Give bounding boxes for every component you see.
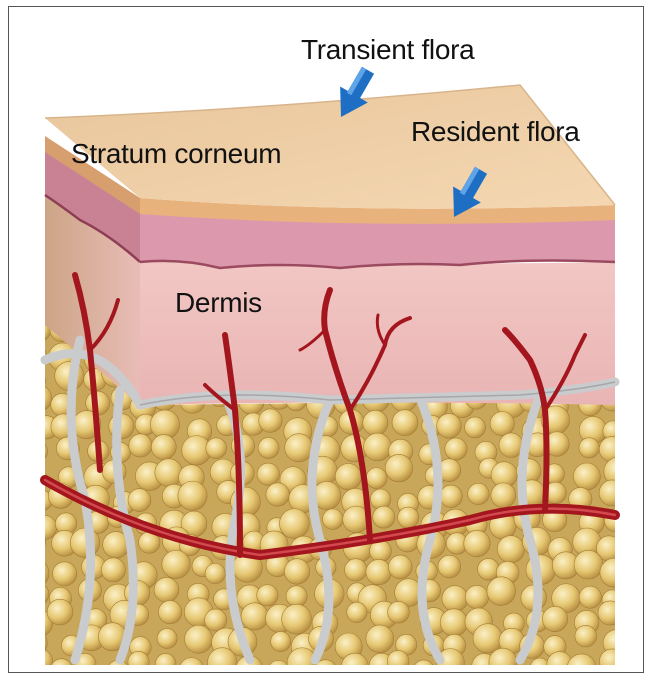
fat-cell: [155, 459, 183, 487]
fat-cell: [567, 654, 596, 681]
fat-cell: [600, 558, 629, 587]
fat-cell: [490, 412, 514, 436]
fat-cell: [387, 650, 409, 672]
fat-cell: [206, 438, 227, 459]
label-dermis: Dermis: [175, 287, 262, 319]
fat-cell: [154, 577, 179, 602]
fat-cell: [205, 563, 225, 583]
fat-cell: [489, 648, 517, 676]
fat-cell: [335, 464, 361, 490]
fat-cell: [542, 606, 567, 631]
fat-cell: [465, 585, 488, 608]
fat-cell: [241, 603, 268, 630]
fat-cell: [388, 555, 412, 579]
fat-cell: [284, 559, 309, 584]
fat-cell: [101, 558, 125, 582]
fat-cell: [464, 530, 490, 556]
fat-cell: [478, 558, 500, 580]
fat-cell: [473, 624, 502, 653]
fat-cell: [205, 609, 227, 631]
fat-cell: [162, 550, 190, 578]
fat-cell: [373, 506, 395, 528]
fat-cell: [21, 369, 46, 394]
fat-cell: [258, 437, 279, 458]
fat-cell: [128, 651, 149, 672]
fat-cell: [50, 659, 73, 681]
fat-cell: [599, 649, 624, 674]
fat-cell: [491, 483, 516, 508]
fat-cell: [184, 625, 212, 653]
fat-cell: [497, 536, 524, 563]
fat-cell: [208, 648, 237, 677]
label-transient-flora: Transient flora: [301, 34, 474, 66]
fat-cell: [33, 515, 57, 539]
fat-cell: [47, 599, 73, 625]
fat-cell: [345, 559, 367, 581]
fat-cell: [286, 586, 307, 607]
fat-cell: [271, 631, 291, 651]
fat-cell: [151, 435, 176, 460]
fat-cell: [25, 385, 52, 412]
fat-cell: [440, 485, 463, 508]
fat-cell: [385, 454, 412, 481]
fat-cell: [366, 625, 394, 653]
fat-cell: [30, 649, 53, 672]
fat-cell: [575, 625, 597, 647]
fat-cell: [487, 577, 516, 606]
fat-cell: [20, 559, 49, 588]
fat-cell: [267, 660, 289, 681]
fat-cell: [347, 602, 367, 622]
fat-cell: [282, 604, 312, 634]
fat-cell: [574, 550, 603, 579]
fat-cell: [285, 434, 313, 462]
fat-cell: [128, 489, 151, 512]
fat-cell: [388, 601, 410, 623]
fat-cell: [579, 438, 599, 458]
fat-cell: [257, 463, 279, 485]
fat-cell: [599, 437, 624, 462]
fat-cell: [366, 468, 387, 489]
fat-cell: [573, 463, 600, 490]
fat-cell: [279, 509, 309, 539]
fat-cell: [442, 586, 468, 612]
fat-cell: [322, 509, 343, 530]
fat-cell: [19, 629, 47, 657]
fat-cell: [579, 586, 601, 608]
fat-cell: [157, 628, 177, 648]
fat-cell: [440, 609, 467, 636]
label-resident-flora: Resident flora: [411, 116, 580, 148]
fat-cell: [53, 562, 77, 586]
label-stratum-corneum: Stratum corneum: [71, 138, 281, 170]
fat-cell: [363, 410, 388, 435]
fat-cell: [257, 585, 278, 606]
fat-cell: [266, 483, 289, 506]
fat-cell: [364, 433, 392, 461]
fat-cell: [599, 480, 625, 506]
fat-cell: [438, 555, 461, 578]
fat-cell: [158, 600, 181, 623]
fat-cell: [24, 531, 46, 553]
fat-cell: [27, 441, 48, 462]
fat-cell: [437, 414, 462, 439]
fat-cell: [179, 658, 204, 681]
fat-cell: [465, 417, 486, 438]
fat-cell: [445, 438, 467, 460]
fat-cell: [398, 507, 419, 528]
fat-cell: [129, 434, 152, 457]
fat-cell: [341, 653, 368, 680]
fat-cell: [259, 409, 283, 433]
fat-cell: [366, 559, 391, 584]
fat-cell: [468, 483, 489, 504]
fat-cell: [155, 653, 176, 674]
fat-cell: [413, 660, 434, 681]
fat-cell: [178, 481, 207, 510]
fat-cell: [392, 410, 418, 436]
fat-cell: [598, 601, 622, 625]
fat-cell: [27, 583, 49, 605]
